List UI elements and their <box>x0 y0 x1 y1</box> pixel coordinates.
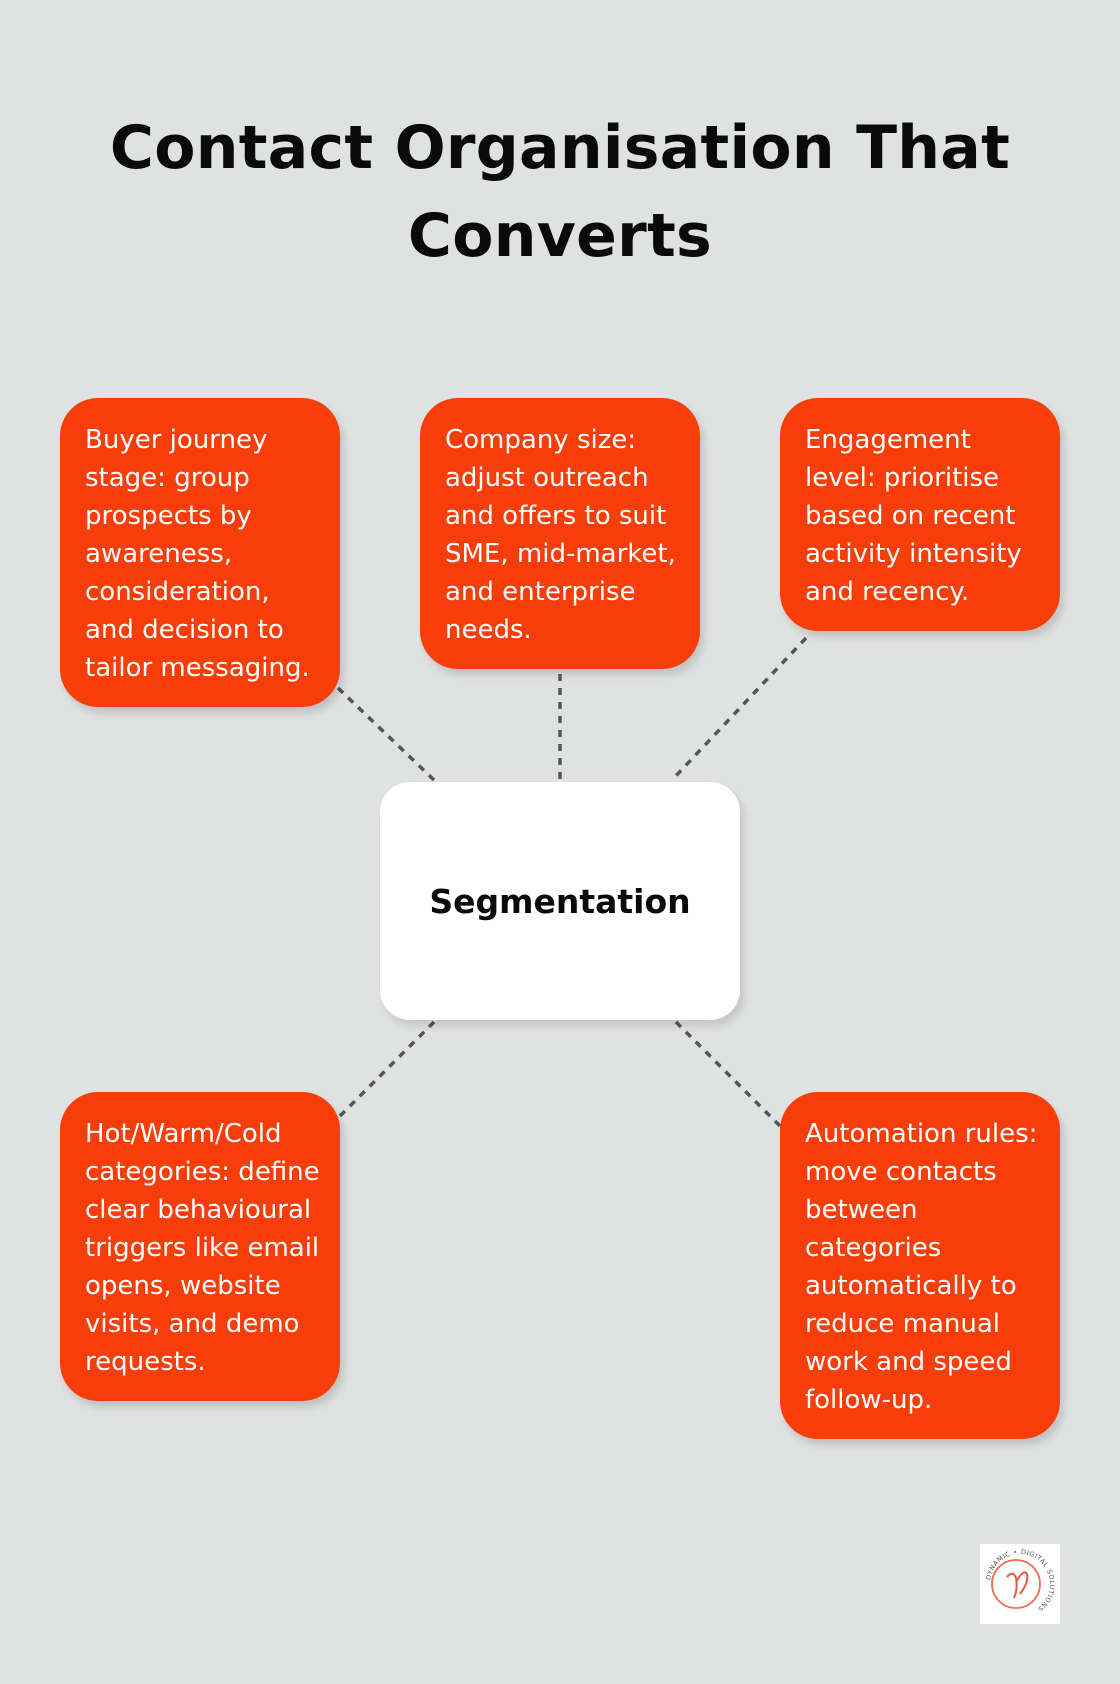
node-text: Hot/Warm/Cold categories: define clear b… <box>85 1119 320 1377</box>
center-node-segmentation: Segmentation <box>380 782 740 1020</box>
node-company-size: Company size: adjust outreach and offers… <box>420 398 700 669</box>
connector-buyer-journey <box>336 686 436 782</box>
node-buyer-journey-stage: Buyer journey stage: group prospects by … <box>60 398 340 707</box>
connector-automation-rules <box>674 1020 784 1130</box>
page-title: Contact Organisation That Converts <box>109 113 1011 271</box>
node-text: Automation rules: move contacts between … <box>805 1119 1038 1415</box>
node-text: Company size: adjust outreach and offers… <box>445 425 676 645</box>
connector-hot-warm-cold <box>336 1020 436 1120</box>
node-engagement-level: Engagement level: prioritise based on re… <box>780 398 1060 631</box>
center-node-label: Segmentation <box>429 881 691 921</box>
node-hot-warm-cold-categories: Hot/Warm/Cold categories: define clear b… <box>60 1092 340 1401</box>
node-text: Buyer journey stage: group prospects by … <box>85 425 310 683</box>
node-text: Engagement level: prioritise based on re… <box>805 425 1022 607</box>
node-automation-rules: Automation rules: move contacts between … <box>780 1092 1060 1439</box>
connector-engagement-level <box>670 636 808 782</box>
svg-text:DYNAMIC • DIGITAL SOLUTIONS: DYNAMIC • DIGITAL SOLUTIONS <box>984 1548 1056 1613</box>
brand-logo-icon: DYNAMIC • DIGITAL SOLUTIONS <box>980 1544 1060 1624</box>
